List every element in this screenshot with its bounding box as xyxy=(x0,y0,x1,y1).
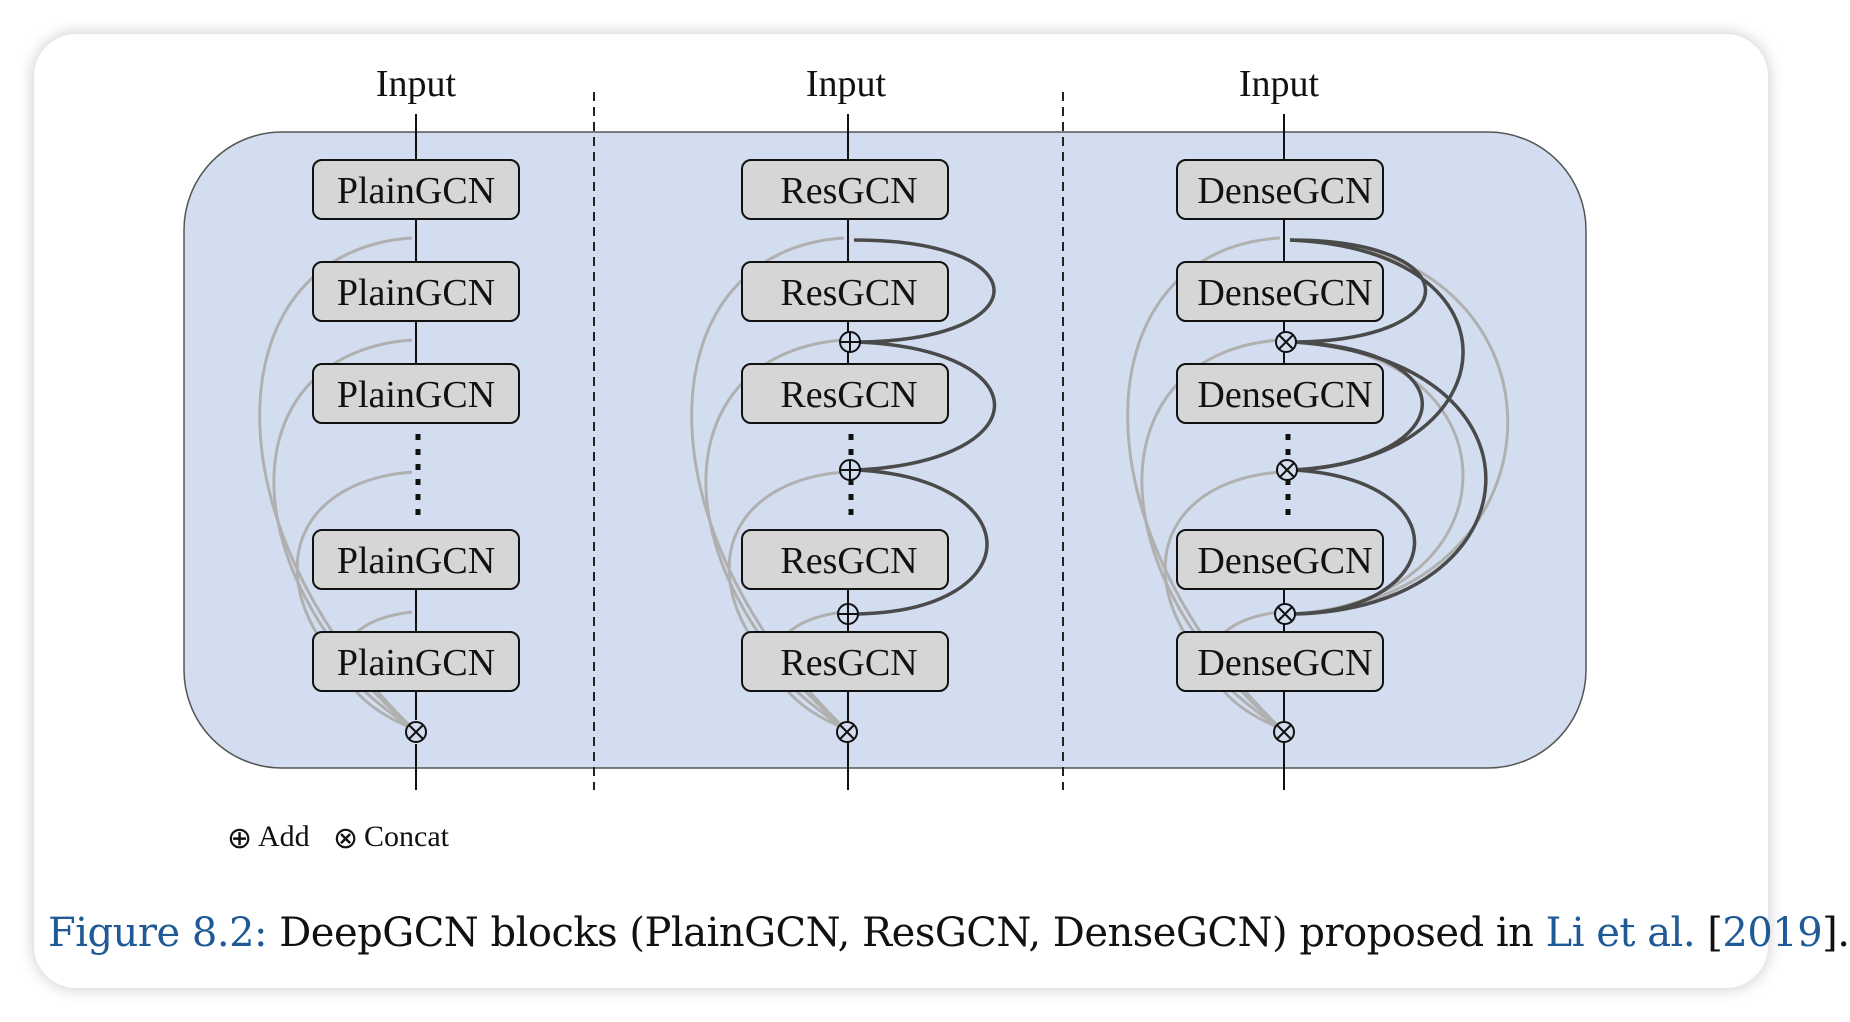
caption-text: DeepGCN blocks (PlainGCN, ResGCN, DenseG… xyxy=(267,910,1546,956)
gcn-block: ResGCN xyxy=(741,261,949,322)
svg-text:ResGCN: ResGCN xyxy=(780,170,917,212)
svg-text:ResGCN: ResGCN xyxy=(780,374,917,416)
svg-text:PlainGCN: PlainGCN xyxy=(337,170,495,212)
svg-text:PlainGCN: PlainGCN xyxy=(337,374,495,416)
gcn-block: DenseGCN xyxy=(1176,261,1384,322)
svg-text:ResGCN: ResGCN xyxy=(780,642,917,684)
citation-authors-link[interactable]: Li et al. xyxy=(1545,910,1696,956)
concat-legend-symbol: ⊗ xyxy=(333,822,358,855)
svg-text:DenseGCN: DenseGCN xyxy=(1197,540,1372,582)
input-label-res: Input xyxy=(806,63,887,105)
figure-number: Figure 8.2: xyxy=(48,910,268,956)
column-dense: Input DenseGCN xyxy=(1126,63,1510,790)
add-node xyxy=(839,459,861,481)
citation-open-bracket: [ xyxy=(1695,910,1723,956)
svg-text:PlainGCN: PlainGCN xyxy=(337,642,495,684)
figure-caption: Figure 8.2: DeepGCN blocks (PlainGCN, Re… xyxy=(48,910,1850,956)
column-plain: Input PlainGCN PlainGCN PlainGCN xyxy=(258,63,520,790)
svg-text:DenseGCN: DenseGCN xyxy=(1197,374,1372,416)
gcn-block: DenseGCN xyxy=(1176,363,1384,424)
concat-node xyxy=(1275,331,1297,353)
gcn-block: ResGCN xyxy=(741,631,949,692)
legend: ⊕ Add ⊗ Concat xyxy=(227,820,450,855)
gcn-block: PlainGCN xyxy=(312,159,520,220)
svg-text:ResGCN: ResGCN xyxy=(780,540,917,582)
deepgcn-diagram: Input PlainGCN PlainGCN PlainGCN xyxy=(183,63,1587,855)
svg-text:DenseGCN: DenseGCN xyxy=(1197,272,1372,314)
input-label-dense: Input xyxy=(1239,63,1320,105)
concat-node xyxy=(1274,603,1296,625)
add-node xyxy=(837,603,859,625)
concat-node xyxy=(836,721,858,743)
gcn-block: DenseGCN xyxy=(1176,159,1384,220)
citation-close-bracket: ]. xyxy=(1822,910,1850,956)
gcn-block: ResGCN xyxy=(741,159,949,220)
svg-text:PlainGCN: PlainGCN xyxy=(337,272,495,314)
citation-year-link[interactable]: 2019 xyxy=(1722,910,1823,956)
gcn-block: PlainGCN xyxy=(312,631,520,692)
svg-text:DenseGCN: DenseGCN xyxy=(1197,170,1372,212)
gcn-block: PlainGCN xyxy=(312,261,520,322)
gcn-block: DenseGCN xyxy=(1176,631,1384,692)
concat-node xyxy=(1276,459,1298,481)
gcn-block: ResGCN xyxy=(741,363,949,424)
gcn-block: PlainGCN xyxy=(312,363,520,424)
input-label-plain: Input xyxy=(376,63,457,105)
gcn-block: PlainGCN xyxy=(312,529,520,590)
concat-legend-label: Concat xyxy=(364,820,450,853)
svg-text:PlainGCN: PlainGCN xyxy=(337,540,495,582)
svg-text:ResGCN: ResGCN xyxy=(780,272,917,314)
concat-node xyxy=(405,721,427,743)
gcn-block: ResGCN xyxy=(741,529,949,590)
add-node xyxy=(839,331,861,353)
add-legend-label: Add xyxy=(258,820,310,853)
column-res: Input ResGCN ResGCN xyxy=(690,63,997,790)
svg-text:DenseGCN: DenseGCN xyxy=(1197,642,1372,684)
residual-connections xyxy=(853,238,997,616)
dense-connections xyxy=(1289,238,1488,616)
gcn-block: DenseGCN xyxy=(1176,529,1384,590)
concat-node xyxy=(1273,721,1295,743)
add-legend-symbol: ⊕ xyxy=(227,822,252,855)
